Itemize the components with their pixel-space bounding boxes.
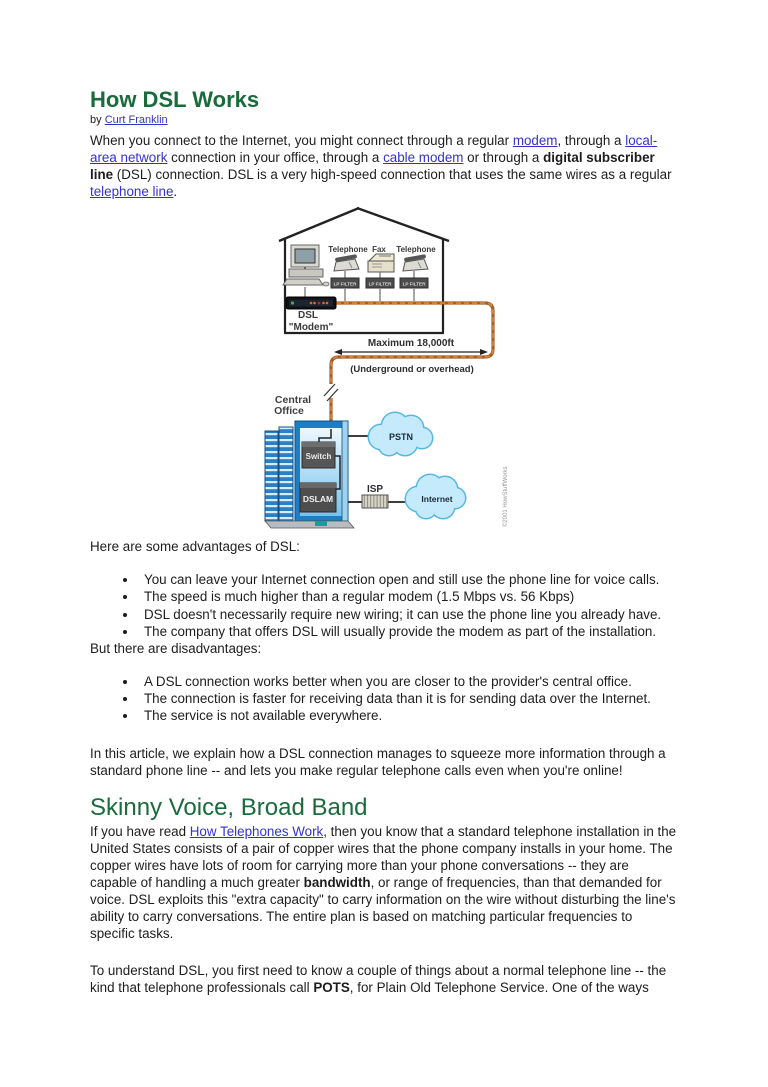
list-item: The connection is faster for receiving d… — [138, 690, 678, 707]
lan-link[interactable]: local-area network — [90, 133, 658, 166]
section-paragraph-1: If you have read How Telephones Work, th… — [90, 823, 678, 942]
intro-text: connection in your office, through a — [167, 150, 384, 166]
copyright-credit: ©2001 HowStuffWorks — [502, 467, 509, 528]
lp-filter-label: LP FILTER — [403, 282, 426, 287]
list-item: The company that offers DSL will usually… — [138, 623, 678, 640]
fax-label: Fax — [372, 245, 386, 254]
list-item: DSL doesn't necessarily require new wiri… — [138, 606, 678, 623]
advantages-list: You can leave your Internet connection o… — [90, 571, 678, 640]
lp-filter-3: LP FILTER — [399, 277, 429, 289]
section-paragraph-2: To understand DSL, you first need to kno… — [90, 962, 678, 996]
cable-modem-link[interactable]: cable modem — [383, 150, 464, 166]
dsl-diagram: Telephone Fax Telephone — [255, 205, 515, 538]
dsl-diagram-svg: Telephone Fax Telephone — [264, 207, 509, 529]
modem-link[interactable]: modem — [512, 133, 558, 149]
section-text: To understand DSL, you first need to kno… — [90, 963, 667, 996]
list-item: You can leave your Internet connection o… — [138, 571, 678, 588]
telephone-label-2: Telephone — [396, 245, 436, 254]
telephone-icon-1 — [333, 254, 360, 272]
internet-cloud: Internet — [404, 473, 467, 520]
route-label: (Underground or overhead) — [350, 364, 474, 375]
list-item: The service is not available everywhere. — [138, 707, 678, 724]
disadvantages-lead: But there are disadvantages: — [90, 641, 262, 656]
bold-term: bandwidth — [303, 875, 371, 891]
pstn-cloud: PSTN — [367, 411, 434, 457]
intro-paragraph: When you connect to the Internet, you mi… — [90, 132, 678, 200]
telephone-label-1: Telephone — [328, 245, 368, 254]
central-office-label-2: Office — [274, 405, 304, 417]
dsl-modem — [285, 296, 337, 310]
modem-label-line2: "Modem" — [289, 322, 334, 333]
disadvantages-list: A DSL connection works better when you a… — [90, 673, 678, 725]
bold-term: digital subscriber line — [90, 150, 655, 183]
lp-filter-2: LP FILTER — [365, 277, 395, 289]
advantages-lead: Here are some advantages of DSL: — [90, 539, 300, 555]
lp-filter-label: LP FILTER — [369, 282, 392, 287]
central-office-building: Switch DSLAM — [264, 420, 355, 529]
isp-box — [361, 494, 389, 509]
section-text: , then you know that a standard telephon… — [90, 824, 677, 891]
byline-prefix: by — [90, 114, 105, 127]
intro-text: , through a — [557, 133, 626, 149]
list-item: The speed is much higher than a regular … — [138, 588, 678, 605]
section-text: If you have read — [90, 824, 190, 840]
page-title: How DSL Works — [90, 87, 260, 112]
lp-filter-label: LP FILTER — [334, 282, 357, 287]
switch-label: Switch — [306, 452, 332, 461]
dslam-label: DSLAM — [303, 494, 333, 504]
section-title: Skinny Voice, Broad Band — [90, 793, 368, 821]
byline: by Curt Franklin — [90, 114, 678, 126]
internet-label: Internet — [421, 494, 452, 504]
intro-text: (DSL) connection. DSL is a very high-spe… — [113, 167, 672, 183]
wire-break-mark — [323, 383, 336, 397]
central-office-label-1: Central — [275, 394, 311, 406]
pstn-label: PSTN — [389, 432, 413, 442]
isp-label: ISP — [367, 484, 383, 495]
intro-text: or through a — [463, 150, 544, 166]
intro-text: . — [173, 184, 178, 200]
house-outline — [278, 207, 450, 335]
how-telephones-work-link[interactable]: How Telephones Work — [189, 824, 324, 840]
list-item: A DSL connection works better when you a… — [138, 673, 678, 690]
distance-label: Maximum 18,000ft — [368, 338, 455, 349]
bold-term: POTS — [313, 980, 350, 996]
lp-filter-1: LP FILTER — [330, 277, 360, 289]
section-text: , for Plain Old Telephone Service. One o… — [349, 980, 649, 996]
switch-box: Switch — [301, 441, 336, 469]
section-text: , or range of frequencies, than that dem… — [90, 875, 676, 942]
telephone-line-link[interactable]: telephone line — [90, 184, 174, 200]
telephone-icon-2 — [402, 254, 429, 272]
distance-arrow — [334, 349, 488, 356]
author-link[interactable]: Curt Franklin — [104, 114, 168, 127]
computer-icon — [282, 244, 330, 287]
modem-label-line1: DSL — [298, 310, 318, 321]
dslam-box: DSLAM — [299, 482, 337, 513]
fax-icon — [367, 253, 395, 273]
wire-break-mark — [326, 388, 339, 402]
intro-text: When you connect to the Internet, you mi… — [90, 133, 513, 149]
closing-paragraph: In this article, we explain how a DSL co… — [90, 745, 666, 778]
